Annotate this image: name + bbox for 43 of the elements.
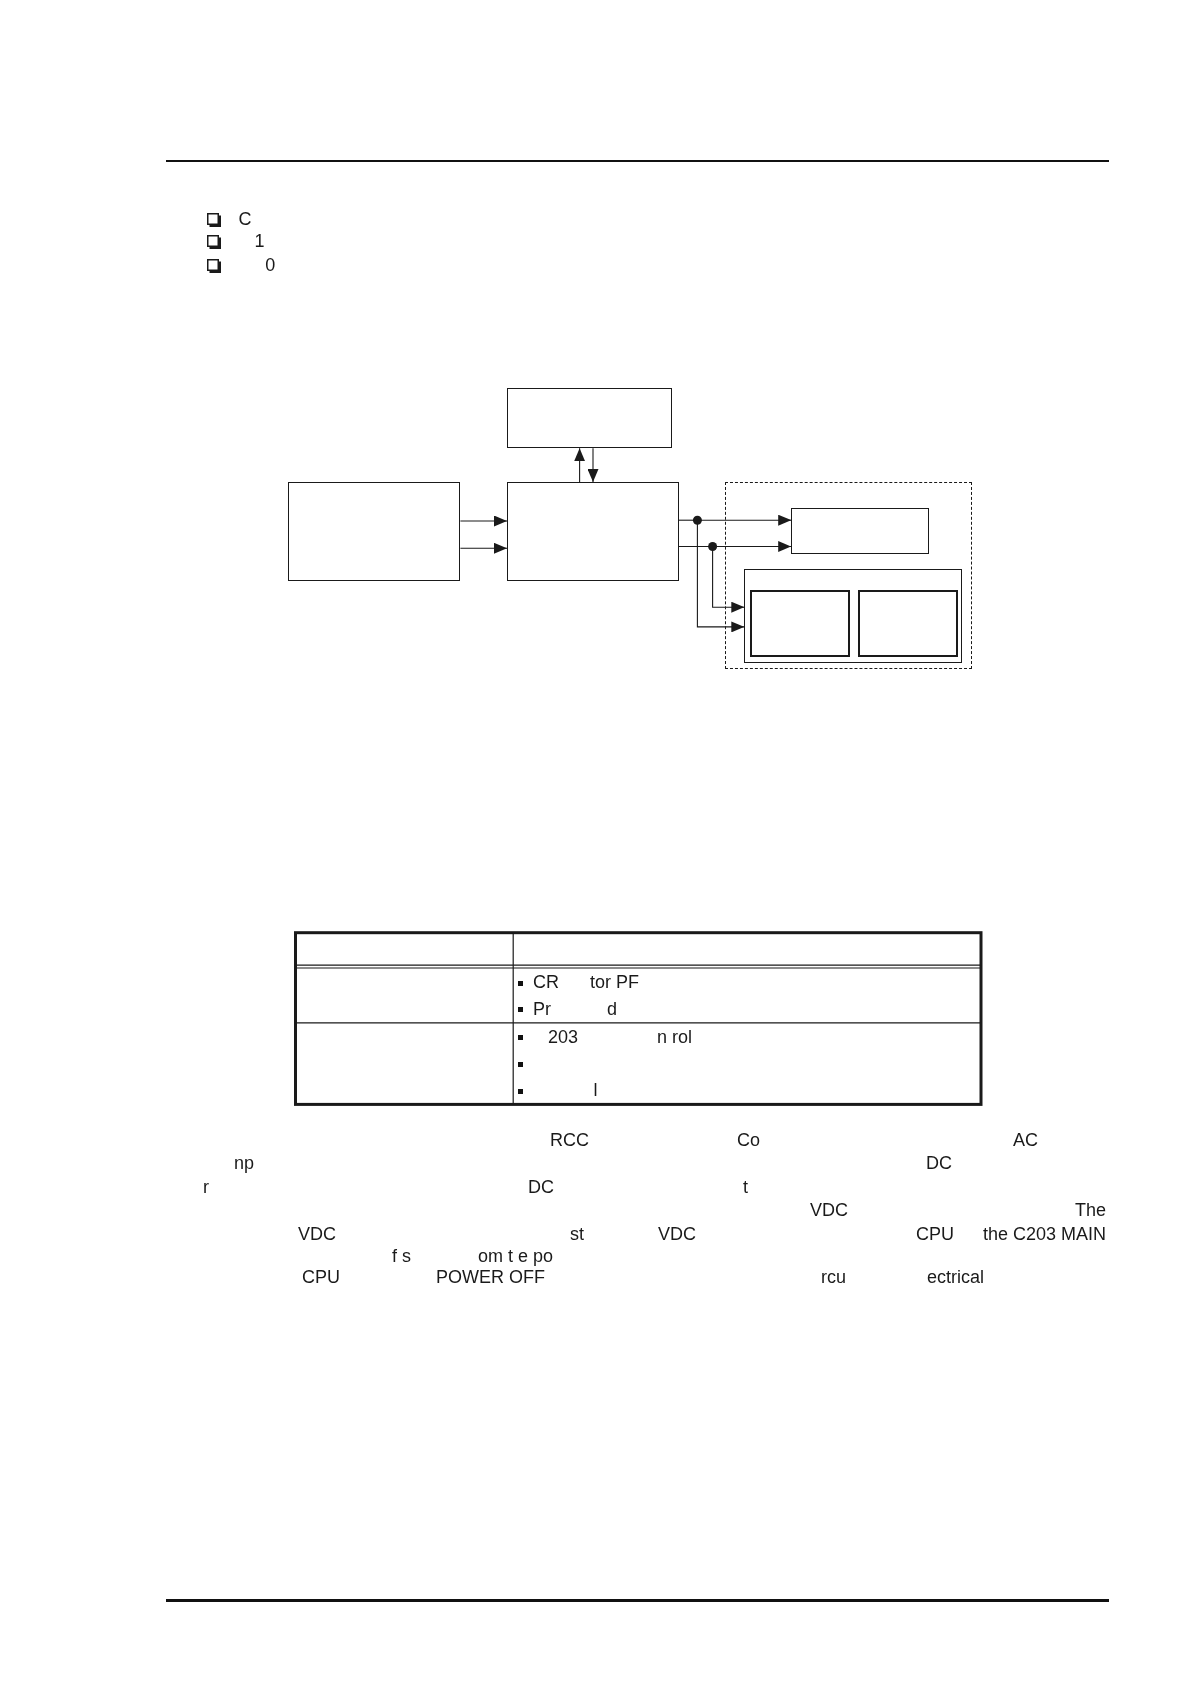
body-text: VDC [810, 1200, 848, 1222]
block-box [749, 589, 851, 657]
list-item-text: 1 [254, 231, 265, 253]
arrow [574, 447, 586, 483]
table-cell-text: tor PF [590, 972, 639, 994]
table-cell-text: l [593, 1080, 598, 1102]
list-item-text: C [238, 208, 252, 231]
body-text: CPU [302, 1267, 340, 1289]
body-text: om t e po [478, 1246, 554, 1268]
body-text: st [570, 1223, 584, 1246]
block-box [857, 589, 959, 657]
group-box [744, 569, 963, 664]
body-text: VDC [658, 1223, 696, 1246]
body-text: f s [392, 1246, 411, 1268]
block-box [288, 482, 461, 581]
block-box [791, 507, 929, 555]
block-box [507, 388, 672, 449]
table-cell-text: 203 [548, 1026, 579, 1049]
arrow [459, 515, 508, 527]
body-text: AC [1013, 1130, 1038, 1152]
body-text: POWER OFF [436, 1267, 545, 1289]
body-text: VDC [298, 1223, 336, 1246]
body-text: CPU [916, 1223, 954, 1246]
body-text: The [1074, 1200, 1106, 1222]
list-item-text: 0 [265, 254, 276, 277]
body-text: r [203, 1177, 209, 1199]
body-text: RCC [550, 1130, 589, 1152]
arrow [459, 542, 508, 554]
table-cell-text: Pr [533, 999, 551, 1021]
arrow [587, 447, 599, 483]
body-text: np [234, 1153, 255, 1175]
body-text: rcu [821, 1267, 846, 1289]
dashed-group-box [725, 482, 972, 669]
body-text: the C203 MAIN [982, 1223, 1106, 1246]
table-cell-text: n rol [657, 1026, 692, 1049]
table-cell-text: CR [533, 972, 559, 994]
table-cell-text: d [607, 999, 617, 1021]
body-text: DC [926, 1153, 952, 1175]
body-text: t [743, 1177, 748, 1199]
block-box [507, 482, 679, 581]
body-text: ectrical [927, 1267, 984, 1289]
body-text: DC [528, 1177, 554, 1199]
body-text: Co [737, 1130, 760, 1152]
